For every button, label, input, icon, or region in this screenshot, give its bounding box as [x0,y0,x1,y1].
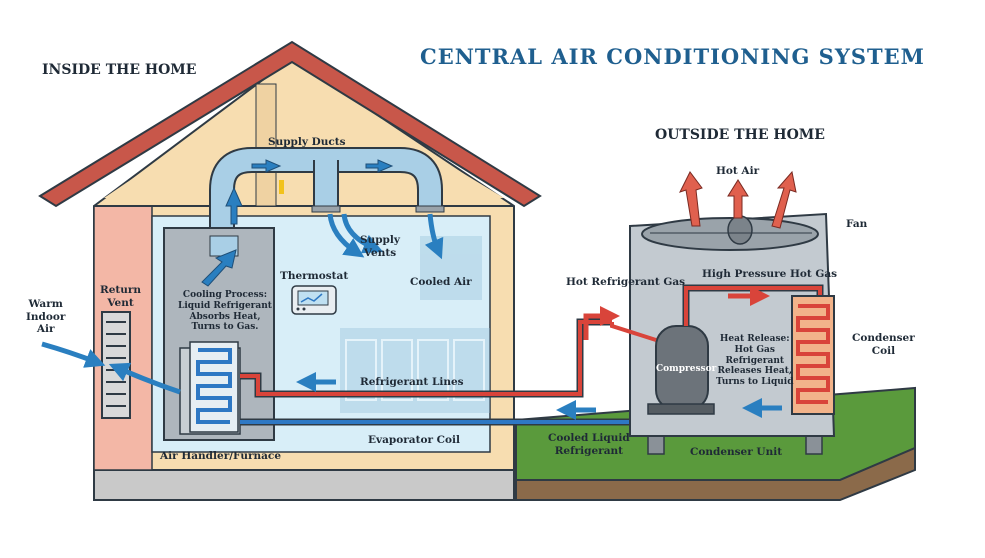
compressor-label: Compressor [656,364,717,374]
airflow-arrows [201,159,394,287]
air-handler-label: Air Handler/Furnace [160,450,282,462]
heat-release-label: Heat Release: Hot Gas Refrigerant Releas… [716,334,794,388]
supply-ducts-label: Supply Ducts [268,136,346,148]
diagram-title: CENTRAL AIR CONDITIONING SYSTEM [420,44,925,69]
cooled-liquid-refrigerant-label: Cooled Liquid Refrigerant [548,432,630,457]
condenser-coil-label: Condenser Coil [852,332,915,357]
blue-airflow-lines [41,213,782,420]
refrigerant-lines-label: Refrigerant Lines [360,376,464,388]
supply-vents-label: Supply Vents [360,234,400,259]
hot-air-label: Hot Air [716,165,760,177]
hot-gas-arrows [583,286,770,340]
cooling-process-label: Cooling Process: Liquid Refrigerant Abso… [178,290,272,333]
supply-ducts [209,147,445,236]
warm-indoor-air-label: Warm Indoor Air [26,298,66,336]
hot-refrigerant-gas-label: Hot Refrigerant Gas [566,276,686,288]
outside-home-heading: OUTSIDE THE HOME [655,127,825,143]
return-vent-grille [101,311,131,419]
hot-air-arrows [679,170,797,229]
fan-label: Fan [846,218,868,230]
kitchen-silhouette [340,236,490,413]
condenser-unit [610,212,836,455]
thermostat-label: Thermostat [280,270,349,282]
inside-home-heading: INSIDE THE HOME [42,62,197,78]
thermostat-device [291,285,337,315]
evaporator-coil-label: Evaporator Coil [368,434,460,446]
condenser-unit-label: Condenser Unit [690,446,783,458]
return-vent-label: Return Vent [100,284,142,309]
cooled-air-label: Cooled Air [410,276,472,288]
high-pressure-hot-gas-label: High Pressure Hot Gas [702,268,838,280]
evaporator-coil [189,341,239,433]
